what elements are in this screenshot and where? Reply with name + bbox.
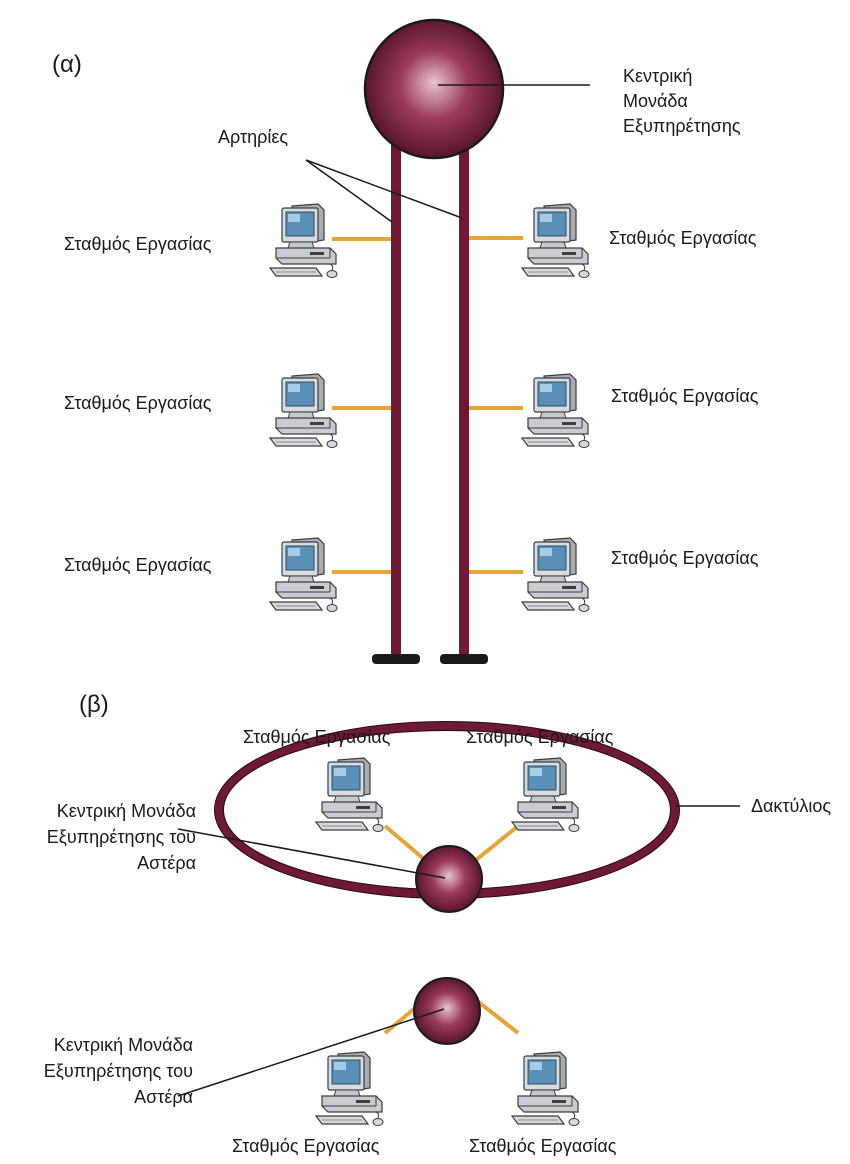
bottom-hub-leader-line [177, 1008, 445, 1097]
desktop-computer-icon [315, 1051, 384, 1127]
part-b-marker: (β) [79, 691, 109, 718]
desktop-computer-icon [521, 373, 590, 449]
artery-left-terminator [372, 654, 420, 664]
desktop-computer-icon [511, 757, 580, 833]
link-top-left [383, 824, 427, 862]
central-hub-sphere [363, 18, 505, 160]
top-hub-label-line-3: Αστέρα [137, 853, 196, 873]
workstation-label-top-2: Σταθμός Εργασίας [466, 727, 614, 747]
top-hub-label-line-1: Κεντρική Μονάδα [57, 801, 196, 821]
bottom-hub-label-line-1: Κεντρική Μονάδα [54, 1035, 193, 1055]
workstation-label-bottom-2: Σταθμός Εργασίας [469, 1136, 617, 1156]
workstation-label-bottom-1: Σταθμός Εργασίας [232, 1136, 380, 1156]
artery-right-terminator [440, 654, 488, 664]
workstation-label-left-1: Σταθμός Εργασίας [64, 234, 212, 254]
top-hub-leader-line [177, 828, 446, 879]
link-top-right [474, 824, 520, 862]
bottom-hub-label-line-2: Εξυπηρέτησης του [44, 1061, 193, 1081]
arteries-label: Αρτηρίες [218, 127, 288, 147]
star-hub-bottom-sphere [413, 977, 481, 1045]
workstation-label-left-3: Σταθμός Εργασίας [64, 555, 212, 575]
hub-label-line-1: Κεντρική [623, 66, 692, 86]
star-hub-top-sphere [415, 845, 483, 913]
bottom-hub-label-line-3: Αστέρα [134, 1087, 193, 1107]
desktop-computer-icon [511, 1051, 580, 1127]
hub-label-line-3: Εξυπηρέτησης [623, 116, 741, 136]
link-bottom-right [474, 998, 520, 1035]
hub-label-line-2: Μονάδα [623, 91, 688, 111]
desktop-computer-icon [315, 757, 384, 833]
workstation-label-left-2: Σταθμός Εργασίας [64, 393, 212, 413]
desktop-computer-icon [521, 537, 590, 613]
part-a-marker: (α) [52, 51, 82, 78]
workstation-label-right-3: Σταθμός Εργασίας [611, 548, 759, 568]
artery-left-cable [391, 140, 401, 658]
artery-right-cable [459, 140, 469, 658]
workstation-label-right-1: Σταθμός Εργασίας [609, 228, 757, 248]
desktop-computer-icon [269, 537, 338, 613]
desktop-computer-icon [521, 203, 590, 279]
top-hub-label-line-2: Εξυπηρέτησης του [47, 827, 196, 847]
arteries-leader-line-left [305, 159, 393, 223]
workstation-label-top-1: Σταθμός Εργασίας [243, 727, 391, 747]
workstation-label-right-2: Σταθμός Εργασίας [611, 386, 759, 406]
desktop-computer-icon [269, 373, 338, 449]
arteries-leader-line-right [305, 159, 463, 219]
ring-label: Δακτύλιος [751, 796, 831, 816]
desktop-computer-icon [269, 203, 338, 279]
